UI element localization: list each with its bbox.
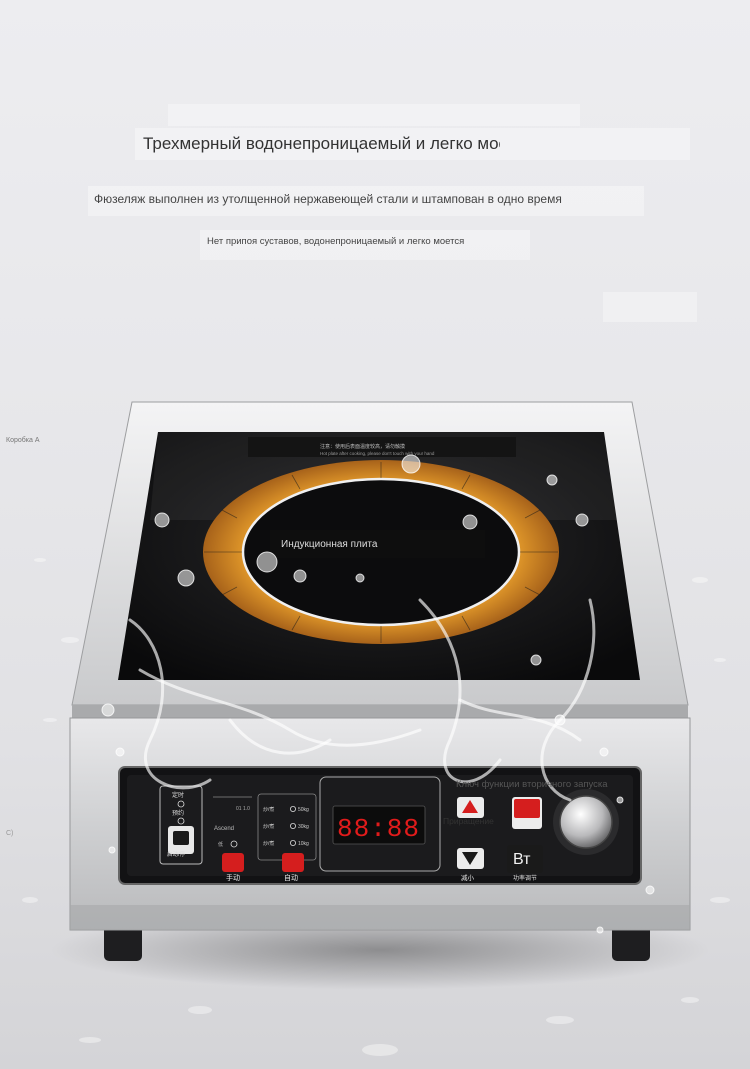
reserve-led bbox=[177, 817, 185, 825]
subtitle-band bbox=[88, 186, 644, 216]
induction-label: Индукционная плита bbox=[281, 539, 378, 550]
mode-code: 01 1.0 bbox=[236, 806, 250, 812]
weight-led-1 bbox=[289, 806, 296, 813]
display-frame bbox=[319, 776, 441, 872]
unit-sublabel: 功率调节 bbox=[513, 874, 537, 882]
reserve-label: 预约 bbox=[172, 809, 184, 817]
caption: Нет припоя суставов, водонепроницаемый и… bbox=[207, 236, 465, 247]
unit-box bbox=[507, 845, 543, 873]
foot-left bbox=[104, 925, 142, 961]
timer-label: 定时 bbox=[172, 791, 184, 799]
weight-led-3 bbox=[289, 840, 296, 847]
display-value: 88:88 bbox=[337, 814, 420, 844]
water-streams bbox=[128, 598, 596, 802]
weight-row-2: 炒/煮 bbox=[263, 823, 274, 830]
manual-label: 手动 bbox=[226, 873, 240, 882]
low-led bbox=[230, 840, 238, 848]
warning-text: 注意：使用后表面温度较高，请勿触摸 bbox=[320, 443, 405, 450]
timer-block bbox=[159, 785, 203, 865]
weight-2: 30kg bbox=[298, 824, 309, 830]
headline-band-2 bbox=[135, 128, 690, 160]
low-label: 低 bbox=[218, 841, 223, 848]
restart-button-face bbox=[514, 799, 540, 818]
side-label: Коробка А bbox=[6, 437, 40, 444]
foot-right bbox=[612, 925, 650, 961]
right-band bbox=[603, 292, 697, 322]
weight-row-3: 炒/煮 bbox=[263, 840, 274, 847]
weight-row-1: 炒/煮 bbox=[263, 806, 274, 813]
weight-3: 10kg bbox=[298, 841, 309, 847]
caption-band bbox=[200, 230, 530, 260]
headline-band bbox=[168, 104, 580, 126]
warning-strip bbox=[248, 437, 516, 457]
subtitle: Фюзеляж выполнен из утолщенной нержавеющ… bbox=[94, 192, 562, 206]
decrement-label: 减小 bbox=[461, 873, 475, 882]
ring-rays bbox=[204, 462, 558, 643]
ring-white-circle bbox=[241, 477, 521, 627]
headline: Трехмерный водонепроницаемый и легко мое… bbox=[143, 134, 500, 153]
warning-text-en: Hot plate after cooking, please don't to… bbox=[320, 451, 435, 456]
unit-label: Вт bbox=[513, 851, 531, 868]
frame-lip bbox=[72, 705, 688, 718]
induction-label-bg bbox=[270, 530, 485, 558]
floor-droplets bbox=[22, 558, 730, 1056]
water-splash bbox=[101, 454, 655, 934]
led-display bbox=[332, 805, 426, 845]
increment-arrow-icon bbox=[462, 800, 478, 813]
start-label: 启动/停 bbox=[167, 850, 186, 858]
auto-label: 自动 bbox=[284, 873, 298, 882]
weight-led-2 bbox=[289, 823, 296, 830]
weight-1: 50kg bbox=[298, 807, 309, 813]
manual-button[interactable] bbox=[222, 853, 244, 872]
side-mark: C) bbox=[6, 830, 14, 837]
power-knob[interactable] bbox=[559, 795, 613, 849]
auto-button[interactable] bbox=[282, 853, 304, 872]
ascend-label: Ascend bbox=[214, 826, 234, 832]
front-bottom bbox=[70, 905, 690, 930]
start-button-face bbox=[173, 831, 189, 845]
increment-label: Приращение bbox=[443, 816, 494, 826]
timer-led bbox=[177, 800, 185, 808]
decrement-arrow-icon bbox=[462, 852, 478, 865]
restart-key-label: Ключ функции вторичного запуска bbox=[456, 779, 608, 790]
